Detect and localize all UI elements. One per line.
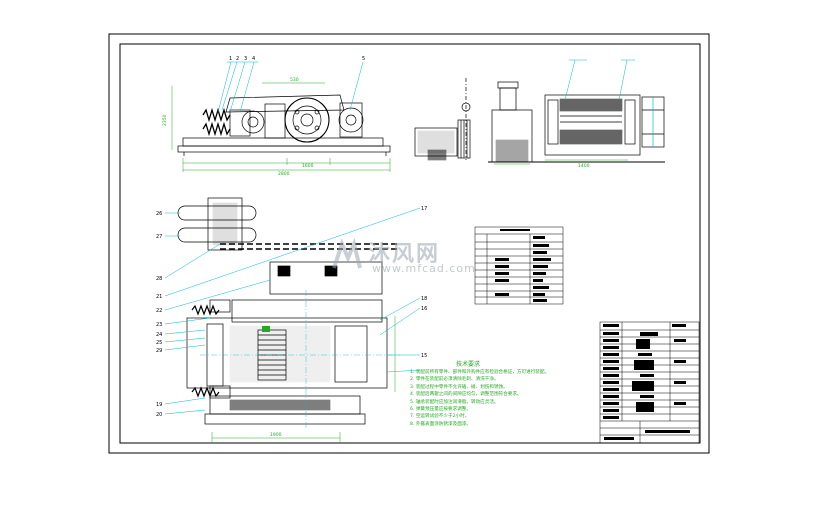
dim-left: 2350 — [162, 114, 168, 126]
balloon-labels-plan: 26 27 28 21 22 23 24 25 29 19 20 17 18 1… — [156, 206, 427, 418]
parts-table — [474, 226, 564, 305]
balloon-17: 17 — [421, 206, 427, 212]
watermark-logo-icon — [332, 238, 362, 269]
dim-top-b: 2800 — [278, 171, 290, 177]
dim-side: 1400 — [578, 163, 590, 169]
requirement-line: 3. 装配过程中零件不允许磕、碰、划伤和锈蚀。 — [410, 384, 508, 390]
requirement-line: 5. 轴承装配时应加注润滑脂，转动应灵活。 — [410, 399, 499, 405]
balloon-19: 19 — [156, 402, 162, 408]
balloon-27: 27 — [156, 234, 162, 240]
plan-view — [164, 197, 421, 442]
front-elevation-view — [171, 61, 391, 172]
requirement-line: 6. 弹簧预压量应按要求调整。 — [410, 407, 471, 413]
balloon-25: 25 — [156, 340, 162, 346]
requirement-line: 8. 外露表面涂防锈漆及面漆。 — [410, 421, 471, 427]
balloon-5: 5 — [362, 56, 365, 62]
inner-frame — [119, 43, 701, 444]
technical-requirements-title: 技术要求 — [456, 361, 481, 368]
dimension-labels: 530 2800 1600 1400 1900 2350 — [162, 77, 590, 438]
balloon-labels-top: 1 2 3 4 5 — [229, 56, 365, 62]
outer-frame — [108, 33, 710, 454]
side-elevation-view — [414, 59, 665, 165]
balloon-28: 28 — [156, 276, 162, 282]
balloon-18: 18 — [421, 296, 427, 302]
dim-bottom: 1900 — [270, 432, 282, 438]
balloon-26: 26 — [156, 211, 162, 217]
balloon-29: 29 — [156, 348, 162, 354]
requirement-line: 4. 装配后两辊之间的间隙应均匀，调整范围符合要求。 — [410, 392, 522, 398]
requirement-line: 7. 空运转试验不少于2小时。 — [410, 414, 470, 420]
balloon-22: 22 — [156, 308, 162, 314]
balloon-4: 4 — [252, 56, 255, 62]
requirement-line: 1. 装配前所有零件、部件和外购件应有检验合格证，方可进行装配。 — [410, 370, 550, 375]
watermark: 沐风网 www.mfcad.com — [330, 236, 490, 280]
watermark-text: 沐风网 — [368, 242, 441, 267]
balloon-16: 16 — [421, 306, 427, 312]
balloon-23: 23 — [156, 322, 162, 328]
dim-top-c: 1600 — [302, 163, 314, 169]
balloon-20: 20 — [156, 412, 162, 418]
balloon-24: 24 — [156, 332, 162, 338]
dim-top-a: 530 — [290, 77, 299, 83]
balloon-3: 3 — [244, 56, 247, 62]
balloon-15: 15 — [421, 353, 427, 359]
technical-requirements: 技术要求 1. 装配前所有零件、部件和外购件应有检验合格证，方可进行装配。 2.… — [410, 361, 600, 428]
balloon-2: 2 — [236, 56, 239, 62]
requirement-line: 2. 零件在装配前必须清除毛刺、清洗干净。 — [410, 377, 499, 383]
title-block — [599, 321, 700, 444]
balloon-21: 21 — [156, 294, 162, 300]
balloon-1: 1 — [229, 56, 232, 62]
watermark-url: www.mfcad.com — [372, 262, 476, 275]
